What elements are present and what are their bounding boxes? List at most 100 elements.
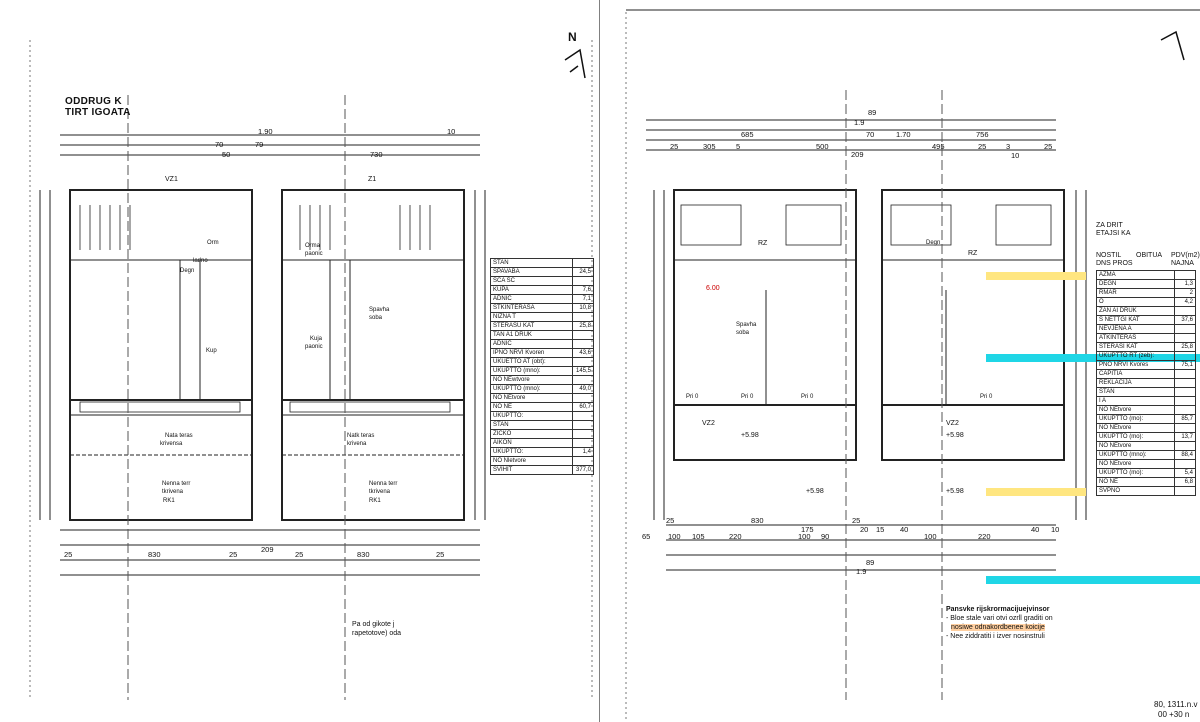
room-label: Pri 0 xyxy=(980,394,993,400)
table-cell-value: 6,8 xyxy=(1174,477,1196,487)
table-row: UKUPTTO (mo):13,7 xyxy=(1096,432,1196,442)
table-cell-label: STERASU KAT xyxy=(490,321,573,331)
table-cell-label: NO NEtvore xyxy=(1096,459,1175,469)
dim-bottom: 65 xyxy=(642,532,651,541)
table-row: NO NEtvore xyxy=(1096,423,1196,433)
column-tag: VZ2 xyxy=(702,420,715,427)
room-label: Pri 0 xyxy=(686,394,699,400)
table-row: UKUPTTO (mo):85,7 xyxy=(1096,414,1196,424)
dim-bottom: 40 xyxy=(1031,525,1040,534)
dim-top: 25 xyxy=(978,142,987,151)
room-label: Nenna terr xyxy=(369,481,398,487)
floor-plan-drawing-left xyxy=(29,0,600,722)
sheet-title-line-1: ODDRUG K xyxy=(65,96,122,107)
dim-bottom: 10 xyxy=(1051,525,1060,534)
room-label: Spavha xyxy=(369,307,390,313)
table-row: UKUPTTO (mno):88,4 xyxy=(1096,450,1196,460)
elevation-label: +5.98 xyxy=(806,488,824,495)
table-cell-label: NEVJENA A xyxy=(1096,324,1175,334)
footer-text: 00 +30 n xyxy=(1158,710,1190,719)
table-cell-label: SVIHIT xyxy=(490,465,573,475)
table-cell-value xyxy=(1174,378,1196,388)
dim-bottom-5: 25 xyxy=(295,550,304,559)
table-cell-label: STAN xyxy=(490,420,573,430)
table-cell-label: NO NE xyxy=(490,402,573,412)
note-line: rapetotove) oda xyxy=(352,630,402,637)
table-row: UKUPTTO: xyxy=(490,411,594,421)
dim-top: 1.70 xyxy=(896,130,911,139)
table-cell-label: ZICKO xyxy=(490,429,573,439)
highlight-band xyxy=(986,488,1086,496)
table-row: NEVJENA A xyxy=(1096,324,1196,334)
dim-bottom: 220 xyxy=(729,532,742,541)
table-cell-value: 88,4 xyxy=(1174,450,1196,460)
table-row: ADNIC xyxy=(490,339,594,349)
unit-left-outline xyxy=(69,189,253,521)
table-cell-value xyxy=(572,258,594,268)
dim-bottom-2: 830 xyxy=(148,550,161,559)
table-cell-label: IPNO NRVI Kvoren xyxy=(490,348,573,358)
table-cell-label: ATKINTERAS xyxy=(1096,333,1175,343)
table-row: NO NEtvore xyxy=(1096,441,1196,451)
legend-title: Pansvke rijskrormacijuejvinsor xyxy=(946,606,1050,613)
dim-top: 3 xyxy=(1006,142,1011,151)
unit-a-outline xyxy=(673,189,857,461)
dim-top-b: 50 xyxy=(222,150,231,159)
dim-top: 685 xyxy=(741,130,754,139)
dim-top: 756 xyxy=(976,130,989,139)
legend-line: - Nee ziddratiti i izver nosinstruli xyxy=(946,633,1045,640)
table-cell-value xyxy=(1174,306,1196,316)
dim-bottom: 20 xyxy=(860,525,869,534)
dim-top-a: 70 xyxy=(215,140,224,149)
table-cell-value xyxy=(572,312,594,322)
table-row: TAN A1 DRUK xyxy=(490,330,594,340)
table-cell-value xyxy=(1174,423,1196,433)
elevation-label: 6.00 xyxy=(706,285,720,292)
table-cell-label: UKUPTTO (mno): xyxy=(1096,450,1175,460)
table-cell-label: NO NE xyxy=(1096,477,1175,487)
table-row: UKUPTTO RT (zeb): xyxy=(1096,351,1196,361)
table-row: UKUETTO AT (obt): xyxy=(490,357,594,367)
north-arrow-icon xyxy=(1160,30,1185,61)
table-row: NO NEtvore xyxy=(1096,459,1196,469)
table-cell-value xyxy=(1174,459,1196,469)
table-header: ETAJSI KA xyxy=(1096,230,1131,237)
table-cell-label: PNO NRVI Kvores xyxy=(1096,360,1175,370)
room-label: Natk teras xyxy=(347,433,375,439)
room-label: soba xyxy=(369,315,383,321)
room-label: Kup xyxy=(206,348,217,354)
table-cell-value: 25,8 xyxy=(1174,342,1196,352)
table-row: REKLACIJA xyxy=(1096,378,1196,388)
dim-bottom-1: 25 xyxy=(64,550,73,559)
table-cell-value xyxy=(572,357,594,367)
room-label: Nenna terr xyxy=(162,481,191,487)
table-cell-label: CAPITIA xyxy=(1096,369,1175,379)
table-cell-label: NO NEtvore xyxy=(1096,441,1175,451)
table-cell-label: KUPA xyxy=(490,285,573,295)
table-header: NAJNA xyxy=(1171,260,1194,267)
dim-top: 70 xyxy=(866,130,875,139)
dim-top-total: 1.90 xyxy=(258,127,273,136)
table-cell-value xyxy=(1174,486,1196,496)
room-label: soba xyxy=(736,330,750,336)
table-cell-label: SVPNO xyxy=(1096,486,1175,496)
table-cell-value: 49,0 xyxy=(572,384,594,394)
table-cell-value xyxy=(572,456,594,466)
dim-top: 1.9 xyxy=(854,118,865,127)
floor-plan-drawing-right xyxy=(625,9,1200,722)
floor-plan-sheet-right: 89 1.9 685 70 1.70 756 25 305 5 500 209 … xyxy=(606,0,1200,722)
table-cell-value xyxy=(572,438,594,448)
note-line: Pa od gikote j xyxy=(352,621,395,628)
table-cell-value xyxy=(572,276,594,286)
column-tag-vz1: VZ1 xyxy=(165,176,178,183)
table-cell-label: AIKON xyxy=(490,438,573,448)
room-label: Pri 0 xyxy=(801,394,814,400)
table-cell-label: DEGN xyxy=(1096,279,1175,289)
table-cell-value xyxy=(1174,333,1196,343)
table-cell-value xyxy=(572,339,594,349)
room-label: tkrivena xyxy=(162,489,184,495)
